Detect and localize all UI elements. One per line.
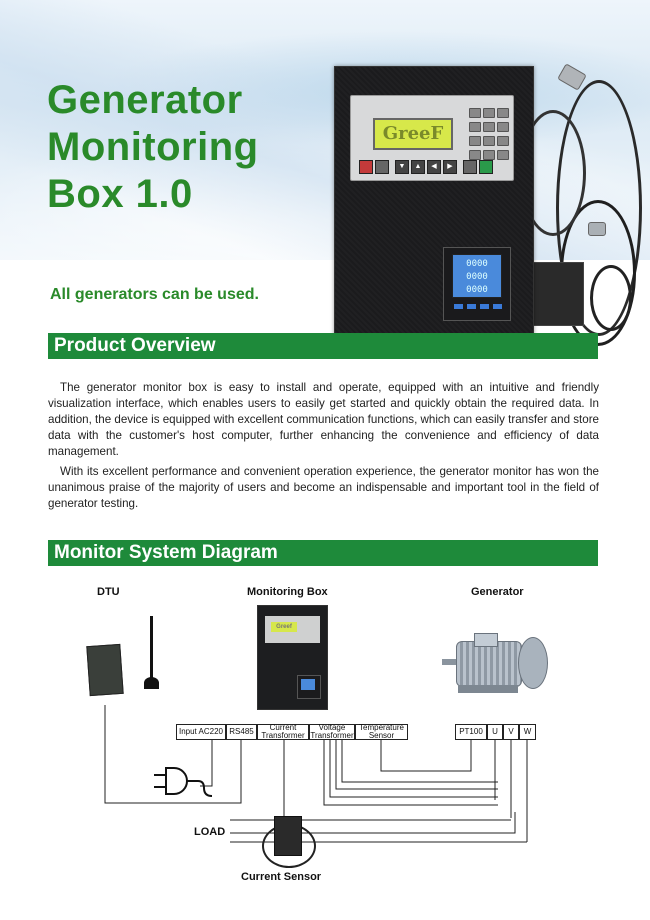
terminal-u: U — [487, 724, 503, 740]
title-line-3: Box 1.0 — [47, 172, 193, 216]
aviation-connector-icon — [588, 222, 606, 236]
control-panel: GreeF ▼ ▲ ◀ ▶ — [350, 95, 514, 181]
subtitle: All generators can be used. — [50, 286, 259, 303]
lcd-display: GreeF — [373, 118, 453, 150]
terminal-input-ac220: Input AC220 — [176, 724, 226, 740]
current-sensor-icon — [274, 816, 302, 856]
power-plug-icon — [154, 767, 213, 797]
mini-lcd-text: Greef — [271, 622, 297, 632]
antenna-base — [144, 677, 159, 689]
current-sensor-label: Current Sensor — [241, 871, 322, 883]
cable-coil — [590, 265, 632, 331]
terminal-v: V — [503, 724, 519, 740]
monitoring-box-label: Monitoring Box — [247, 586, 328, 598]
meter-reading: 0000 — [466, 285, 488, 295]
meter-reading: 0000 — [466, 272, 488, 282]
generator-label: Generator — [471, 586, 524, 598]
terminal-w: W — [519, 724, 536, 740]
button-row: ▼ ▲ ◀ ▶ — [359, 160, 509, 174]
monitoring-box-icon: Greef — [257, 605, 328, 710]
page-title: Generator Monitoring Box 1.0 — [47, 77, 259, 218]
meter-reading: 0000 — [466, 259, 488, 269]
keypad — [463, 106, 509, 166]
power-meter: 0000 0000 0000 — [443, 247, 511, 321]
title-line-2: Monitoring — [47, 125, 259, 169]
overview-paragraph-2: With its excellent performance and conve… — [48, 465, 599, 510]
overview-paragraph-1: The generator monitor box is easy to ins… — [48, 381, 600, 458]
current-sensor-photo — [532, 262, 584, 326]
terminal-pt100: PT100 — [455, 724, 487, 740]
title-line-1: Generator — [47, 78, 243, 122]
generator-icon — [440, 633, 548, 695]
monitoring-box-photo: GreeF ▼ ▲ ◀ ▶ 0000 0000 0000 — [334, 66, 534, 346]
section-heading-diagram: Monitor System Diagram — [48, 540, 598, 566]
terminal-rs485: RS485 — [226, 724, 257, 740]
antenna-icon — [150, 616, 153, 678]
dtu-label: DTU — [97, 586, 120, 598]
load-label: LOAD — [194, 826, 226, 838]
section-heading-overview: Product Overview — [48, 333, 598, 359]
